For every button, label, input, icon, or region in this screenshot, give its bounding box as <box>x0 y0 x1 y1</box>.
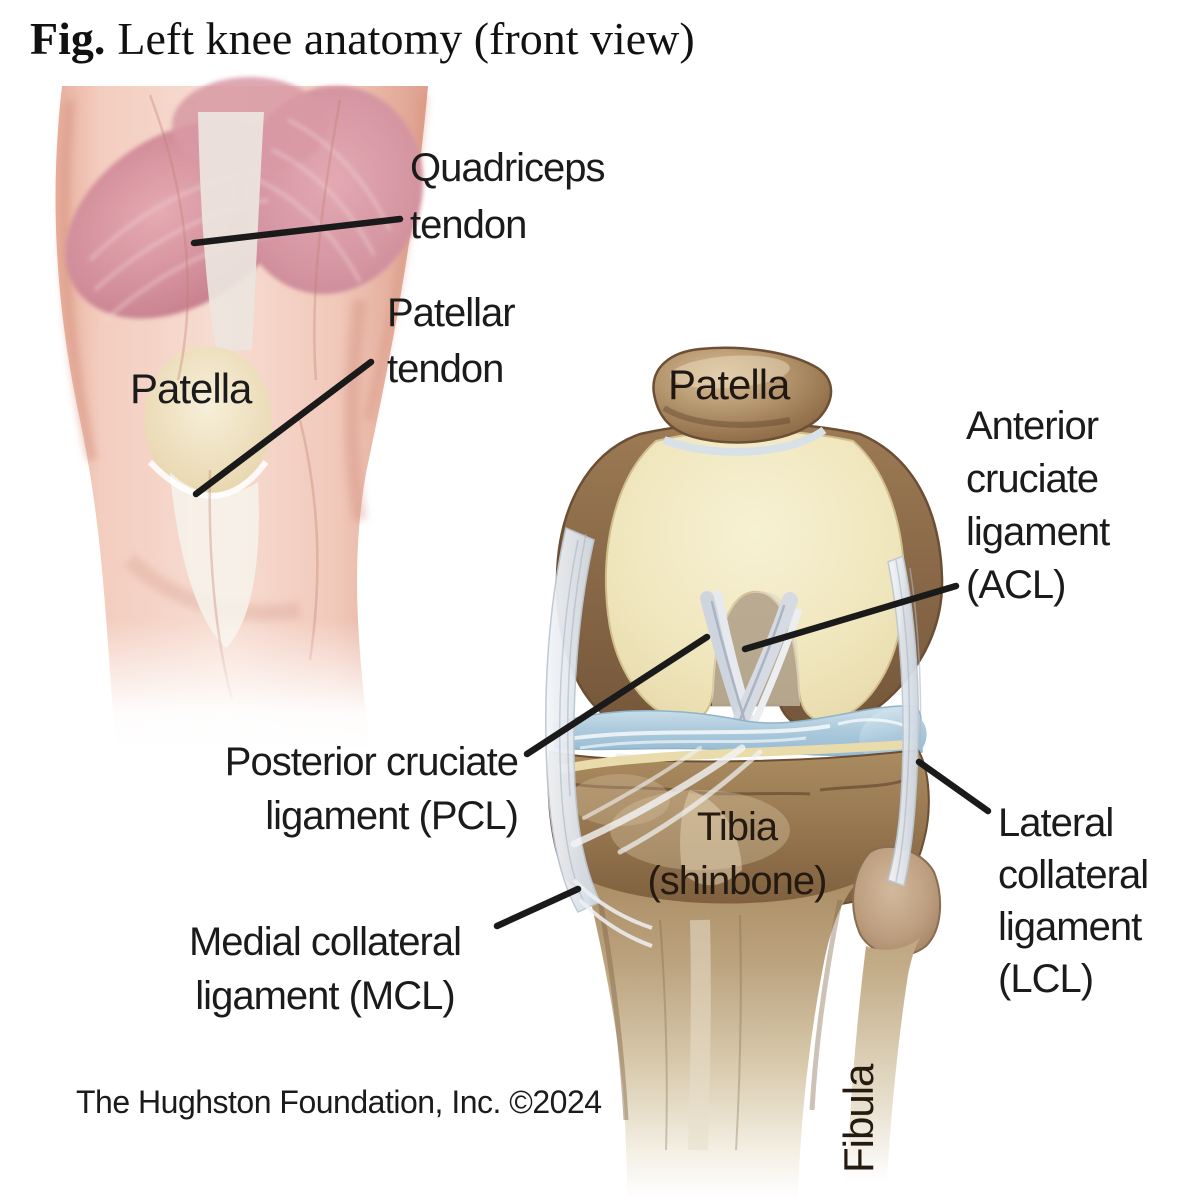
label-tibia: Tibia (shinbone) <box>612 800 862 908</box>
fibula-head <box>852 845 942 957</box>
mcl-fibers <box>558 533 653 948</box>
copyright-credit: The Hughston Foundation, Inc. ©2024 <box>76 1084 602 1120</box>
lcl-fibers <box>895 559 922 883</box>
label-lcl: Lateral collateral ligament (LCL) <box>998 797 1149 1005</box>
label-line: tendon <box>387 347 504 391</box>
label-line: Quadriceps <box>410 146 606 190</box>
retinaculum-highlight <box>147 459 269 499</box>
label-line: Lateral <box>998 801 1114 845</box>
label-line: (ACL) <box>966 563 1066 607</box>
label-patellar-tendon: Patellar tendon <box>387 285 516 397</box>
tibia-shaft <box>586 880 858 1198</box>
label-line: Patellar <box>387 291 516 335</box>
quadriceps-tendon-shape <box>198 112 264 350</box>
label-line: tendon <box>410 203 527 247</box>
label-acl: Anterior cruciate ligament (ACL) <box>966 400 1110 612</box>
figure-title-text: Left knee anatomy (front view) <box>117 13 695 64</box>
patella-cartilage-rim <box>662 426 827 456</box>
tibial-tuberosity <box>680 790 742 886</box>
lcl-shape <box>887 554 920 888</box>
figure-title: Fig.Left knee anatomy (front view) <box>30 12 695 65</box>
label-pcl: Posterior cruciate ligament (PCL) <box>178 735 519 843</box>
label-mcl: Medial collateral ligament (MCL) <box>160 915 490 1023</box>
right-knee-illustration <box>545 346 944 1198</box>
patella-highlight <box>670 355 790 389</box>
leader-line-pcl <box>523 633 711 758</box>
patella-shading <box>662 405 791 428</box>
label-line: ligament (MCL) <box>195 974 455 1018</box>
left-illustration-fade <box>30 620 440 752</box>
label-quadriceps-tendon: Quadriceps tendon <box>410 140 606 254</box>
tibia-shaft-streaks <box>597 899 843 1151</box>
label-line: Medial collateral <box>188 920 462 964</box>
label-line: ligament <box>966 510 1110 554</box>
label-line: collateral <box>998 853 1149 897</box>
label-line: Anterior <box>966 404 1099 448</box>
tibia-cartilage-rim <box>557 739 915 775</box>
leader-lines <box>190 215 992 930</box>
label-fibula: Fibula <box>835 1064 882 1173</box>
label-line: (LCL) <box>998 957 1094 1001</box>
label-line: Posterior cruciate <box>224 740 519 784</box>
label-line: cruciate <box>966 457 1099 501</box>
capsule-fibers <box>570 744 763 855</box>
leader-line-mcl <box>493 885 582 930</box>
leader-line-lcl <box>915 758 992 815</box>
leader-line-acl <box>741 582 960 653</box>
mcl-shape <box>545 526 601 913</box>
label-patella-right: Patella <box>668 361 790 408</box>
label-patella-left: Patella <box>130 365 252 412</box>
label-line: ligament (PCL) <box>265 794 519 838</box>
leader-line-patellar-tendon <box>192 358 375 498</box>
leader-line-quadriceps-tendon <box>190 215 404 247</box>
label-line: Tibia <box>696 805 778 849</box>
patellar-tendon-shape <box>170 472 259 648</box>
figure-title-fig: Fig. <box>30 13 106 64</box>
fibula-shaft <box>845 938 920 1198</box>
label-line: (shinbone) <box>647 859 827 903</box>
left-knee-illustration <box>30 77 440 752</box>
label-line: ligament <box>998 905 1142 949</box>
